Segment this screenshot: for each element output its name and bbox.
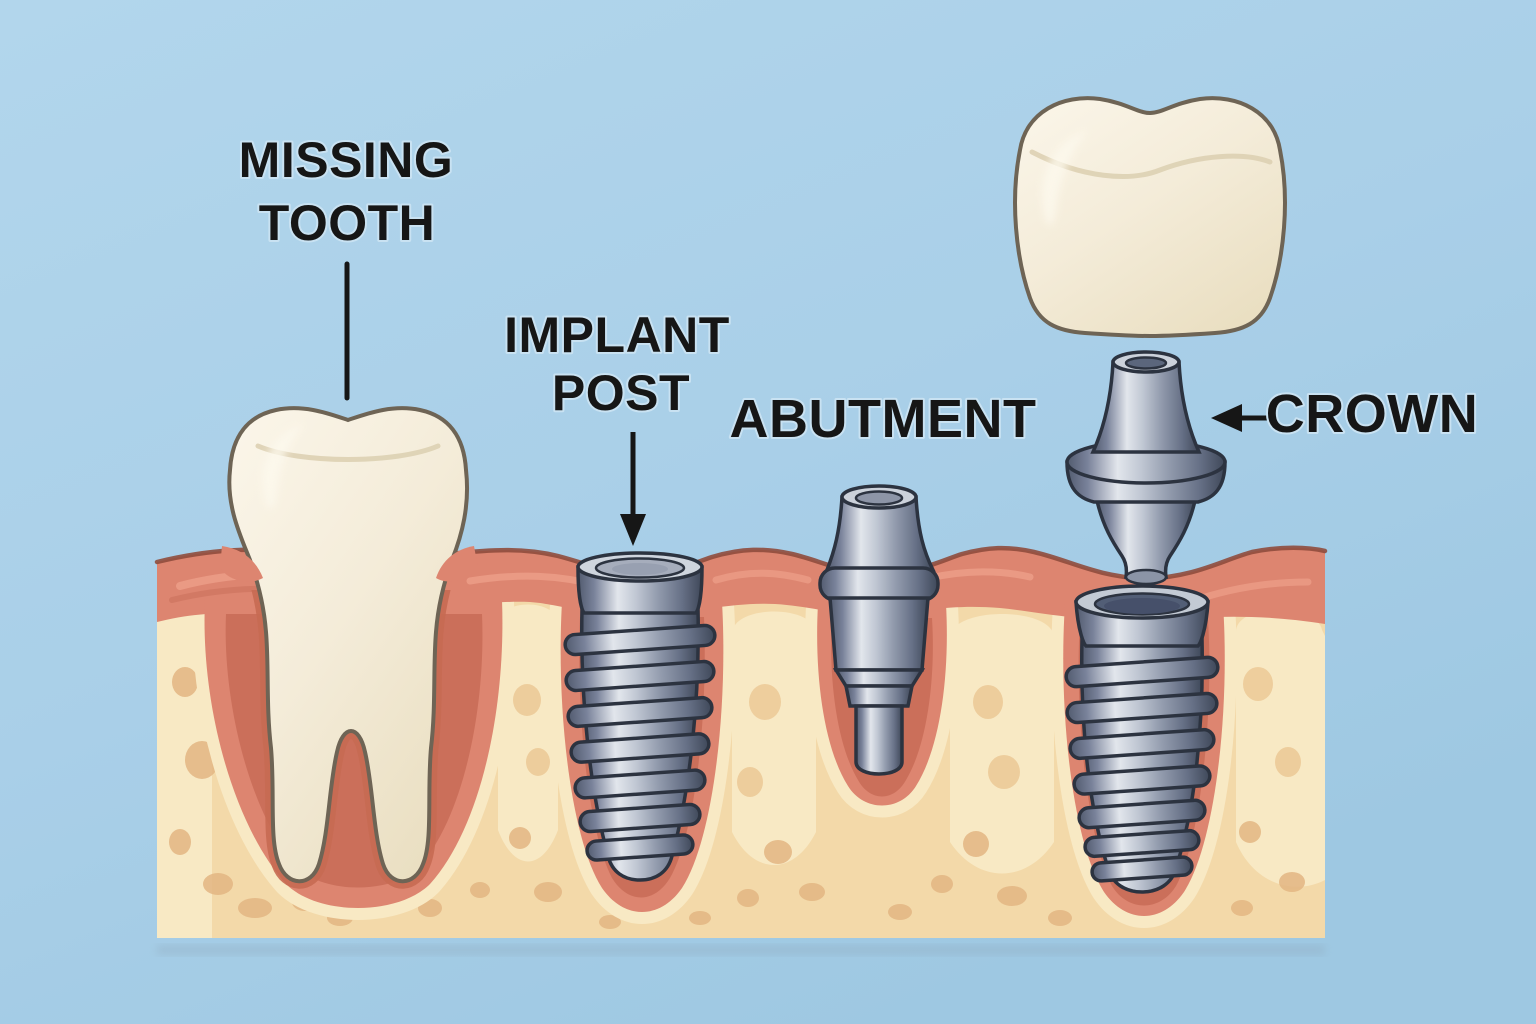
bone-texture-spots: [169, 667, 1305, 929]
crown-arrow: [1211, 404, 1272, 432]
abutment-step: [843, 684, 915, 708]
missing-tooth-label-line2: TOOTH: [259, 195, 436, 251]
annotations: MISSING TOOTH IMPLANT POST ABUTMENT CROW…: [237, 130, 1480, 546]
abutment-label: ABUTMENT: [730, 389, 1037, 449]
assembly-implant-opening-shadow: [1104, 598, 1180, 614]
assembly-abutment-top-recess: [1124, 356, 1168, 370]
implant-post-arrow: [620, 432, 646, 546]
abutment-top-recess: [854, 490, 904, 506]
missing-tooth-label-line1: MISSING: [239, 132, 454, 188]
crown-body: [1013, 96, 1287, 339]
tooth-body: [227, 406, 470, 884]
implant-threads: [563, 623, 717, 862]
crown-occlusal-crease: [1029, 149, 1273, 179]
jaw-shadow: [157, 945, 1325, 955]
missing-tooth-illustration: [220, 406, 478, 889]
implant-post-illustration: [563, 551, 717, 882]
assembly-implant: [1064, 584, 1220, 894]
abutment-shoulder-ring: [818, 566, 940, 602]
implant-post-label-line2: POST: [552, 365, 690, 421]
crown-assembly-illustration: [1013, 96, 1287, 894]
implant-post-label-line1: IMPLANT: [504, 307, 730, 363]
tooth-highlight: [262, 424, 304, 510]
abutment-rod: [854, 704, 904, 776]
crown-highlight: [1041, 130, 1088, 226]
abutment-illustration: [818, 484, 940, 776]
crown-label: CROWN: [1266, 384, 1478, 444]
assembly-implant-threads: [1064, 655, 1220, 883]
assembly-abutment-cone: [1090, 360, 1202, 454]
implant-post-arrowhead: [620, 514, 646, 546]
implant-top-inner-ring: [612, 563, 668, 575]
abutment-bevel: [832, 668, 926, 688]
assembly-abutment: [1065, 350, 1227, 586]
assembly-abutment-tip: [1124, 568, 1168, 586]
crown-illustration: [1013, 96, 1287, 339]
gum-collar: [220, 546, 478, 582]
crown-arrowhead: [1211, 404, 1242, 432]
abutment-barrel: [828, 596, 930, 672]
